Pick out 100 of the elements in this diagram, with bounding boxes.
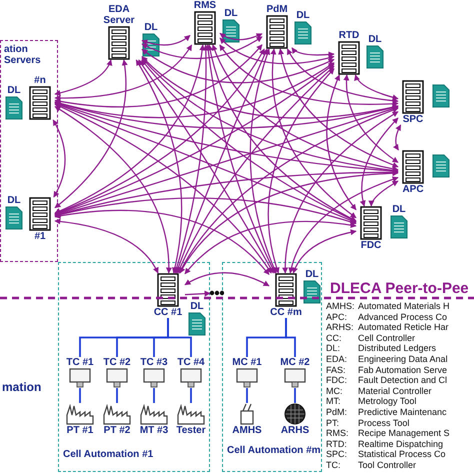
group-title: Cell Automation #m bbox=[227, 445, 321, 456]
double-arrow bbox=[136, 59, 182, 274]
abbreviation-text: SPC: bbox=[326, 449, 348, 460]
node-label: CC #1 bbox=[154, 307, 182, 318]
double-arrow bbox=[184, 272, 270, 286]
double-arrow bbox=[54, 64, 334, 216]
abbreviation-text: APC: bbox=[326, 312, 348, 322]
abbreviation-text: Distributed Ledgers bbox=[358, 343, 438, 354]
double-arrow bbox=[54, 48, 265, 214]
double-arrow bbox=[142, 56, 399, 119]
double-arrow bbox=[54, 198, 357, 225]
doc-label: DL bbox=[7, 195, 21, 206]
double-arrow bbox=[54, 44, 205, 214]
abbreviation-text: Statistical Process Co bbox=[358, 449, 447, 460]
node-label: RTD bbox=[338, 30, 360, 41]
abbreviation-text: Realtime Dispatching bbox=[358, 438, 444, 450]
dashed-group-box bbox=[0, 40, 58, 262]
node-label: #n bbox=[34, 75, 46, 86]
double-arrow bbox=[212, 44, 399, 172]
abbreviation-text: ARHS: bbox=[326, 322, 355, 333]
double-arrow bbox=[138, 60, 274, 274]
double-arrow bbox=[178, 107, 399, 274]
abbreviation-text: Fault Detection and Cl bbox=[358, 375, 448, 386]
node-label: SPC bbox=[402, 114, 424, 125]
abbreviation-text: Process Tool bbox=[358, 418, 410, 428]
double-arrow bbox=[54, 106, 172, 274]
double-arrow bbox=[142, 58, 399, 174]
double-arrow bbox=[344, 74, 398, 163]
abbreviation-text: Recipe Management S bbox=[358, 428, 450, 439]
double-arrow bbox=[393, 124, 402, 151]
double-arrow bbox=[270, 48, 356, 218]
node-label: RMS bbox=[194, 0, 216, 11]
double-arrow bbox=[54, 44, 262, 108]
double-arrow bbox=[52, 119, 66, 198]
abbreviation-text: EDA: bbox=[326, 354, 348, 365]
node-label: CC #m bbox=[270, 307, 302, 318]
node-label: PT #2 bbox=[104, 425, 130, 436]
double-arrow bbox=[142, 48, 335, 84]
double-arrow bbox=[141, 60, 357, 222]
double-arrow bbox=[141, 34, 190, 46]
double-arrow bbox=[54, 100, 399, 129]
node-label: PT #1 bbox=[66, 425, 94, 436]
connector-line bbox=[153, 388, 155, 403]
doc-label: DL bbox=[305, 269, 319, 280]
node-label: TC #2 bbox=[103, 357, 131, 368]
double-arrow bbox=[220, 38, 335, 64]
abbreviation-text: PdM: bbox=[326, 406, 348, 418]
abbreviation-text: Advanced Process Co bbox=[358, 312, 448, 322]
double-arrow bbox=[288, 176, 399, 274]
node-label: AMHS bbox=[232, 425, 262, 436]
node-label: MC #1 bbox=[232, 357, 262, 368]
double-arrow bbox=[177, 66, 334, 274]
double-arrow bbox=[54, 102, 399, 174]
abbreviation-text: MC: bbox=[326, 386, 344, 396]
double-arrow bbox=[360, 118, 398, 207]
double-arrow bbox=[54, 210, 270, 275]
double-arrow bbox=[141, 36, 262, 60]
connector-line bbox=[246, 388, 248, 403]
double-arrow bbox=[268, 68, 334, 274]
arrow bbox=[184, 290, 211, 297]
abbreviation-text: Material Controller bbox=[358, 386, 433, 396]
double-arrow bbox=[54, 59, 128, 208]
node-label: TC #4 bbox=[177, 357, 205, 368]
double-arrow bbox=[179, 170, 399, 274]
connector-line bbox=[167, 318, 192, 357]
abbreviation-text: Cell Controller bbox=[358, 332, 416, 344]
double-arrow bbox=[354, 74, 399, 100]
node-label: APC bbox=[402, 184, 424, 195]
double-arrow bbox=[174, 44, 209, 274]
section-heading: mation bbox=[2, 380, 42, 394]
group-title: ation Servers bbox=[4, 44, 42, 66]
connector-line bbox=[116, 388, 118, 403]
node-label: TC #1 bbox=[66, 357, 94, 368]
connector-line bbox=[190, 388, 192, 403]
node-label: FDC bbox=[360, 240, 382, 251]
abbreviation-text: MT: bbox=[326, 396, 342, 407]
node-label: Tester bbox=[176, 425, 206, 436]
doc-label: DL bbox=[224, 8, 238, 19]
dashed-group-box bbox=[222, 262, 322, 472]
double-arrow bbox=[292, 47, 335, 58]
double-arrow bbox=[286, 48, 399, 104]
abbreviation-text: RTD: bbox=[326, 438, 348, 450]
node-label: #1 bbox=[34, 231, 46, 242]
double-arrow bbox=[278, 48, 399, 168]
abbreviation-text: Fab Automation Serve bbox=[358, 364, 448, 376]
connector-line bbox=[294, 388, 296, 403]
double-arrow bbox=[207, 44, 357, 222]
node-label: MT #3 bbox=[140, 425, 168, 436]
abbreviation-text: Tool Controller bbox=[358, 460, 418, 470]
group-title: Cell Automation #1 bbox=[63, 449, 154, 460]
double-arrow bbox=[54, 169, 399, 217]
dashed-group-box bbox=[58, 262, 210, 472]
abbreviation-text: PT: bbox=[326, 418, 340, 428]
double-arrow bbox=[219, 44, 399, 107]
doc-label: DL bbox=[392, 204, 406, 215]
abbreviation-text: Automated Materials H bbox=[358, 301, 450, 312]
double-arrow bbox=[205, 44, 276, 274]
connector-line bbox=[285, 318, 296, 357]
node-label: TC #3 bbox=[140, 357, 168, 368]
abbreviation-text: RMS: bbox=[326, 428, 350, 439]
